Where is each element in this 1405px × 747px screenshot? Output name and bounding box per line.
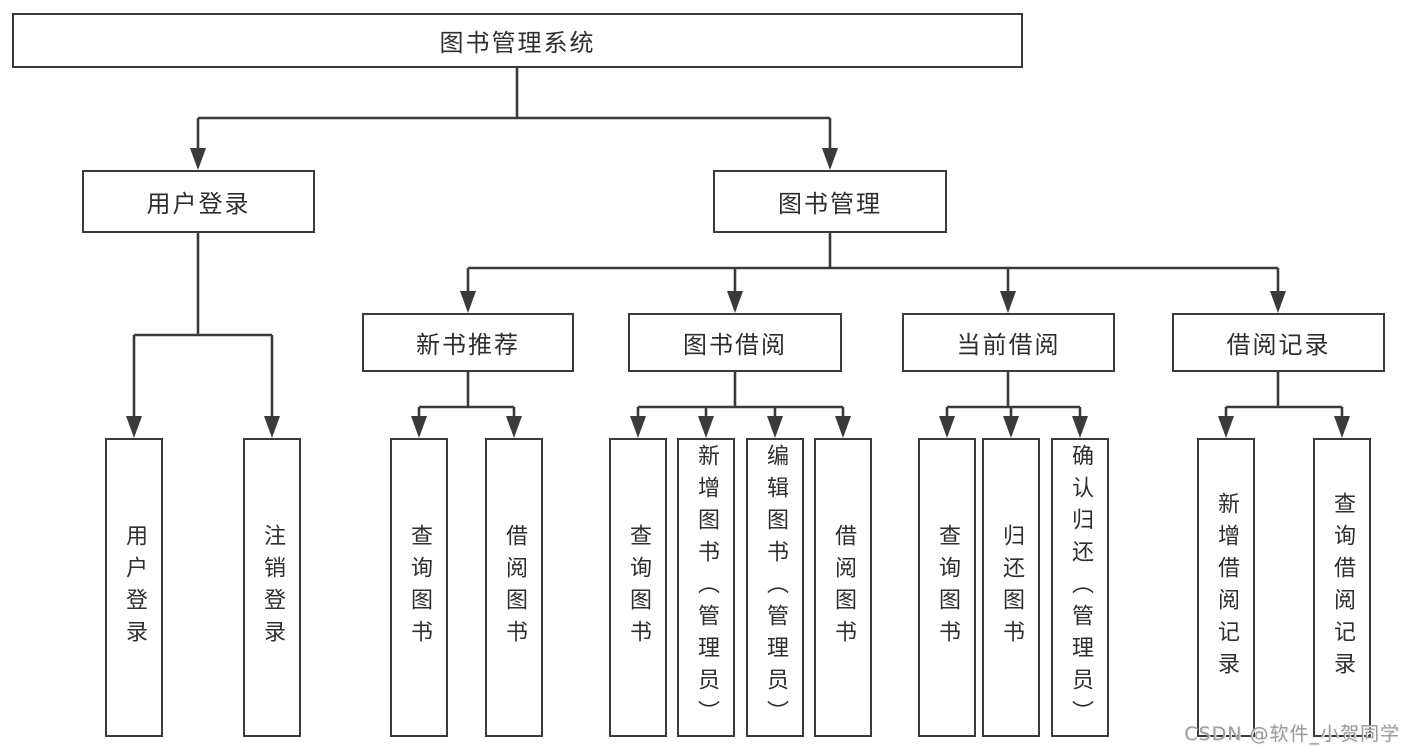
leaf-label: 查询图书 xyxy=(626,523,651,652)
connector-new-book-recommend-to-leaves xyxy=(411,372,522,438)
leaf-borrow-book-recommend: 借阅图书 xyxy=(485,438,543,737)
node-book-management: 图书管理 xyxy=(713,170,947,233)
arrow-down-icon xyxy=(460,291,476,313)
leaf-label: 借阅图书 xyxy=(502,523,527,652)
leaf-query-borrow-record: 查询借阅记录 xyxy=(1313,438,1371,737)
leaf-label: 新增图书（管理员） xyxy=(694,443,719,732)
arrow-down-icon xyxy=(822,148,838,170)
leaf-logout: 注销登录 xyxy=(243,438,301,737)
leaf-label: 确认归还（管理员） xyxy=(1068,443,1093,732)
arrow-down-icon xyxy=(698,416,714,438)
leaf-confirm-return-admin: 确认归还（管理员） xyxy=(1051,438,1109,737)
arrow-down-icon xyxy=(1000,291,1016,313)
arrow-down-icon xyxy=(1072,416,1088,438)
leaf-query-book-current: 查询图书 xyxy=(918,438,976,737)
leaf-edit-book-admin: 编辑图书（管理员） xyxy=(746,438,804,737)
leaf-add-book-admin: 新增图书（管理员） xyxy=(677,438,735,737)
node-book-borrow-label: 图书借阅 xyxy=(683,331,787,359)
connector-user-login-to-leaves xyxy=(126,233,280,438)
leaf-borrow-book: 借阅图书 xyxy=(814,438,872,737)
arrow-down-icon xyxy=(411,416,427,438)
arrow-down-icon xyxy=(126,416,142,438)
arrow-down-icon xyxy=(506,416,522,438)
connector-borrow-records-to-leaves xyxy=(1218,372,1350,438)
node-root-label: 图书管理系统 xyxy=(439,29,596,57)
connector-book-borrow-to-leaves xyxy=(630,372,851,438)
leaf-label: 编辑图书（管理员） xyxy=(763,443,788,732)
arrow-down-icon xyxy=(939,416,955,438)
node-user-login: 用户登录 xyxy=(82,170,315,233)
arrow-down-icon xyxy=(1334,416,1350,438)
node-new-book-recommend: 新书推荐 xyxy=(362,313,574,372)
leaf-label: 借阅图书 xyxy=(831,523,856,652)
leaf-label: 查询图书 xyxy=(935,523,960,652)
leaf-query-book-borrow: 查询图书 xyxy=(609,438,667,737)
leaf-label: 归还图书 xyxy=(999,523,1024,652)
csdn-watermark: CSDN @软件_小贺同学 xyxy=(1184,723,1400,745)
leaf-return-book: 归还图书 xyxy=(982,438,1040,737)
node-new-book-recommend-label: 新书推荐 xyxy=(416,331,520,359)
arrow-down-icon xyxy=(264,416,280,438)
connector-current-borrow-to-leaves xyxy=(939,372,1088,438)
node-current-borrow-label: 当前借阅 xyxy=(956,331,1061,359)
leaf-user-login: 用户登录 xyxy=(105,438,163,737)
leaf-label: 新增借阅记录 xyxy=(1214,491,1239,684)
node-borrow-records: 借阅记录 xyxy=(1172,313,1385,372)
leaf-label: 注销登录 xyxy=(260,523,285,652)
node-borrow-records-label: 借阅记录 xyxy=(1226,331,1331,359)
arrow-down-icon xyxy=(190,148,206,170)
node-book-management-label: 图书管理 xyxy=(778,190,882,218)
node-root: 图书管理系统 xyxy=(12,13,1023,68)
connector-book-management-to-level3 xyxy=(460,233,1286,313)
connector-root-to-level2 xyxy=(190,68,838,170)
arrow-down-icon xyxy=(1218,416,1234,438)
leaf-query-book-recommend: 查询图书 xyxy=(390,438,448,737)
arrow-down-icon xyxy=(767,416,783,438)
node-book-borrow: 图书借阅 xyxy=(628,313,842,372)
arrow-down-icon xyxy=(727,291,743,313)
node-current-borrow: 当前借阅 xyxy=(902,313,1115,372)
leaf-label: 用户登录 xyxy=(122,523,147,652)
leaf-add-borrow-record: 新增借阅记录 xyxy=(1197,438,1255,737)
leaf-label: 查询图书 xyxy=(407,523,432,652)
leaf-label: 查询借阅记录 xyxy=(1330,491,1355,684)
arrow-down-icon xyxy=(1270,291,1286,313)
arrow-down-icon xyxy=(630,416,646,438)
node-user-login-label: 用户登录 xyxy=(146,190,251,218)
arrow-down-icon xyxy=(835,416,851,438)
arrow-down-icon xyxy=(1003,416,1019,438)
